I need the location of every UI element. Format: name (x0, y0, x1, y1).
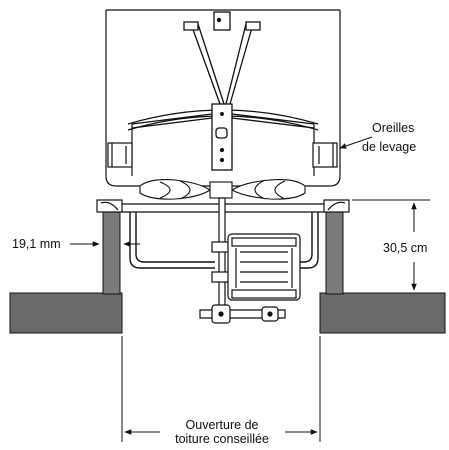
lifting-ear-left (107, 142, 133, 168)
lifting-ear-right (312, 142, 338, 168)
motor-support-frame (129, 212, 319, 269)
roof-slab-right (319, 292, 446, 334)
drive-shaft (211, 197, 231, 311)
curb-wall-right (325, 211, 344, 295)
curb-height-dimension (346, 199, 430, 294)
curb-height-label: 30,5 cm (383, 241, 427, 255)
fan-propeller (139, 179, 306, 200)
lifting-ears-label-line1: Oreilles (372, 121, 414, 135)
roof-opening-label-line2: toiture conseillée (175, 432, 269, 446)
lifting-ears-label-line2: de levage (362, 140, 416, 154)
gap-dimension-label: 19,1 mm (12, 237, 61, 251)
roof-opening-dimension (121, 336, 321, 442)
curb-wall-left (102, 211, 121, 295)
lifting-bracket (131, 11, 315, 171)
roof-opening-label-line1: Ouverture de (186, 418, 259, 432)
motor (227, 233, 301, 301)
roof-slab-left (9, 292, 123, 334)
lifting-ears-callout (339, 136, 373, 149)
pulley-assembly (199, 304, 286, 324)
